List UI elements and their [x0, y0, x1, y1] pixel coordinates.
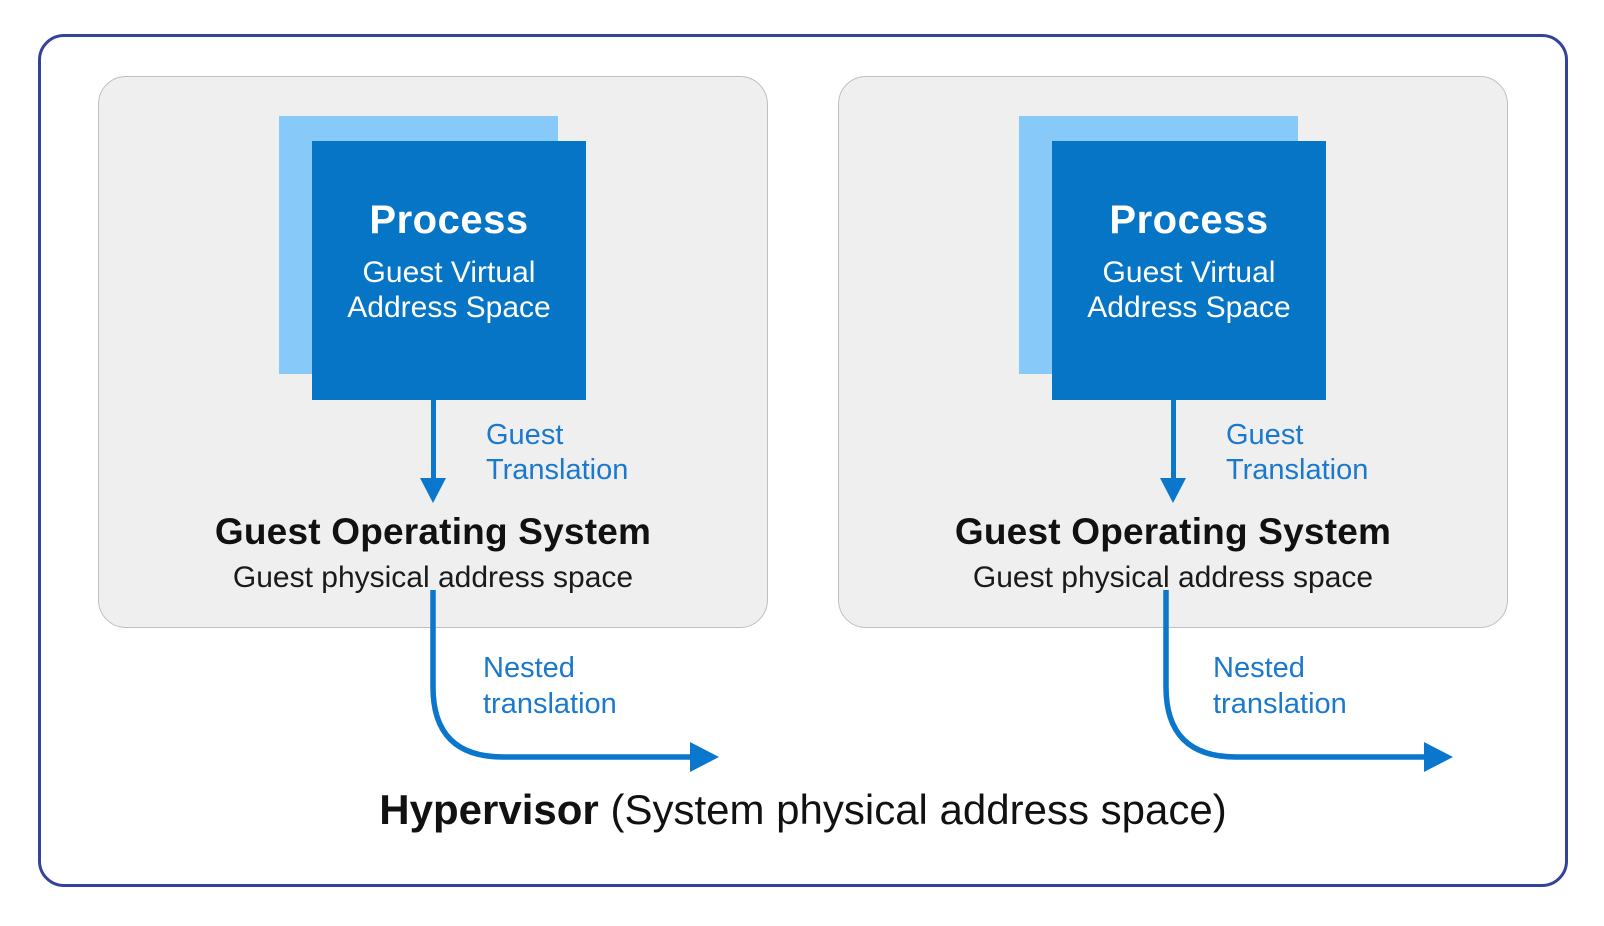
- guest-translation-label: Guest Translation: [1226, 419, 1369, 486]
- guest-translation-arrow-line: [1171, 400, 1176, 480]
- process-box: Process Guest Virtual Address Space: [312, 141, 586, 400]
- guest-translation-label: Guest Translation: [486, 419, 629, 486]
- guest-os-title: Guest Operating System: [954, 511, 1392, 552]
- process-title: Process: [369, 198, 529, 242]
- process-box: Process Guest Virtual Address Space: [1052, 141, 1326, 400]
- guest-translation-arrowhead-icon: [420, 478, 446, 503]
- hypervisor-title: Hypervisor: [379, 786, 599, 833]
- process-subtitle: Guest Virtual Address Space: [1087, 256, 1291, 324]
- guest-os-subtitle: Guest physical address space: [232, 561, 634, 594]
- hypervisor-subtitle: (System physical address space): [610, 786, 1227, 833]
- guest-vm-panel-left: Process Guest Virtual Address Space Gues…: [98, 76, 768, 628]
- guest-translation-arrow-line: [431, 400, 436, 480]
- guest-os-subtitle: Guest physical address space: [972, 561, 1374, 594]
- nested-translation-label-right: Nested translation: [1213, 652, 1347, 720]
- nested-translation-label-left: Nested translation: [483, 652, 617, 720]
- hypervisor-label: Hypervisor(System physical address space…: [38, 786, 1568, 834]
- process-title: Process: [1109, 198, 1269, 242]
- guest-vm-panel-right: Process Guest Virtual Address Space Gues…: [838, 76, 1508, 628]
- guest-translation-arrowhead-icon: [1160, 478, 1186, 503]
- guest-os-title: Guest Operating System: [214, 511, 652, 552]
- process-subtitle: Guest Virtual Address Space: [347, 256, 551, 324]
